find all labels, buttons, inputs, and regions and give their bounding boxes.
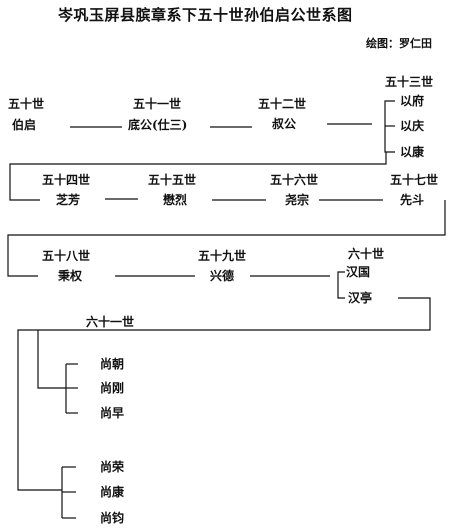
generation-52-label: 五十二世 [258,97,307,111]
person-51: 底公(仕三) [128,118,188,132]
generation-53-label: 五十三世 [385,75,434,89]
generation-50-label: 五十世 [8,97,45,111]
person-56: 尧宗 [285,193,310,207]
person-53-a: 以府 [400,94,425,108]
generation-56-label: 五十六世 [270,173,319,187]
wrap-57-58 [7,200,446,277]
person-60-b: 汉亭 [348,291,373,305]
bracket-60 [337,271,345,299]
wrap-60-61 [17,297,431,491]
person-61-f: 尚钧 [100,511,125,525]
person-60-a: 汉国 [346,265,371,279]
person-61-b: 尚刚 [100,381,125,395]
person-52: 叔公 [272,117,297,131]
person-55: 懋烈 [163,193,188,207]
person-61-c: 尚早 [100,406,125,420]
person-58: 秉权 [58,269,83,283]
chart-title: 岑巩玉屏县膑章系下五十世孙伯启公世系图 [58,6,353,24]
person-59: 兴德 [210,269,235,283]
generation-59-label: 五十九世 [198,249,247,263]
generation-55-label: 五十五世 [148,173,197,187]
generation-60-label: 六十世 [348,247,385,261]
person-53-b: 以庆 [400,119,425,133]
generation-61-label: 六十一世 [86,315,135,329]
person-54: 芝芳 [56,193,81,207]
person-61-a: 尚朝 [100,357,125,371]
person-61-d: 尚荣 [100,460,125,474]
wrap-53-54 [9,152,387,201]
bracket-61-top [37,330,66,389]
generation-54-label: 五十四世 [42,173,91,187]
chart-author: 绘图：罗仁田 [366,37,432,50]
generation-51-label: 五十一世 [133,97,182,111]
person-53-c: 以康 [400,145,425,159]
generation-57-label: 五十七世 [390,173,439,187]
person-57: 先斗 [400,193,425,207]
person-50: 伯启 [12,118,37,132]
generation-58-label: 五十八世 [42,249,91,263]
person-61-e: 尚康 [100,485,125,499]
